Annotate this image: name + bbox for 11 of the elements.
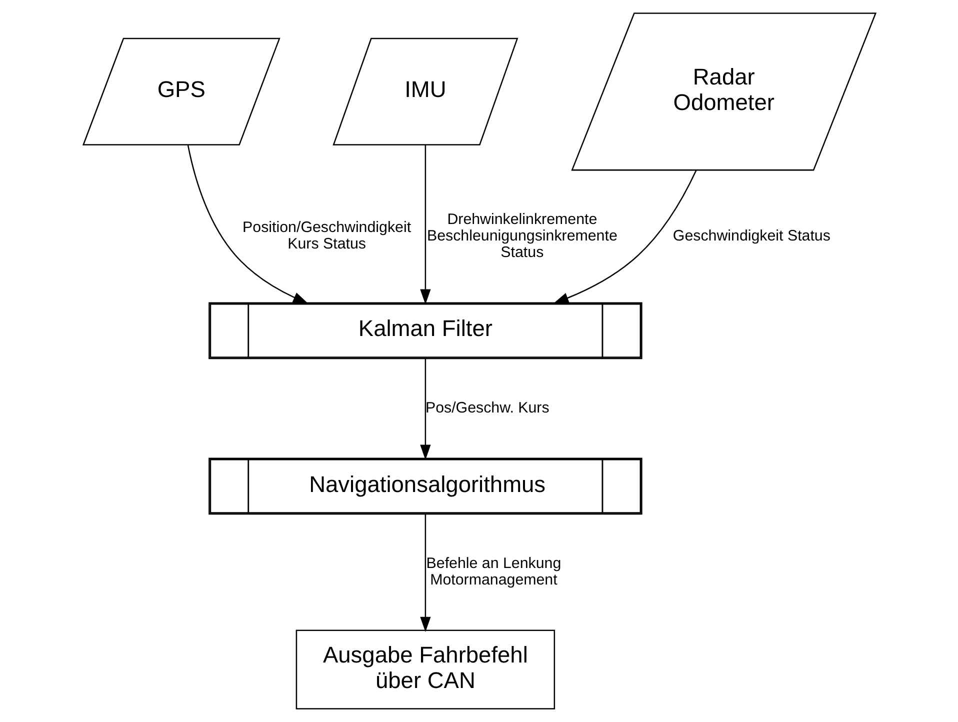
arrow [420, 144, 430, 304]
edge-label: Pos/Geschw. Kurs [424, 399, 549, 416]
node-box: Ausgabe Fahrbefehl über CAN [295, 630, 555, 710]
arrow [420, 514, 430, 632]
arrow [552, 170, 696, 304]
edge-label: Position/Geschwindigkeit Kurs Status [242, 219, 411, 253]
arrow [186, 144, 308, 304]
edge-label: Geschwindigkeit Status [672, 227, 830, 244]
edge-label: Befehle an Lenkung Motormanagement [426, 554, 561, 588]
edge-label: Drehwinkelinkremente Beschleunigungsinkremente Status [426, 210, 617, 261]
arrow [420, 358, 430, 460]
